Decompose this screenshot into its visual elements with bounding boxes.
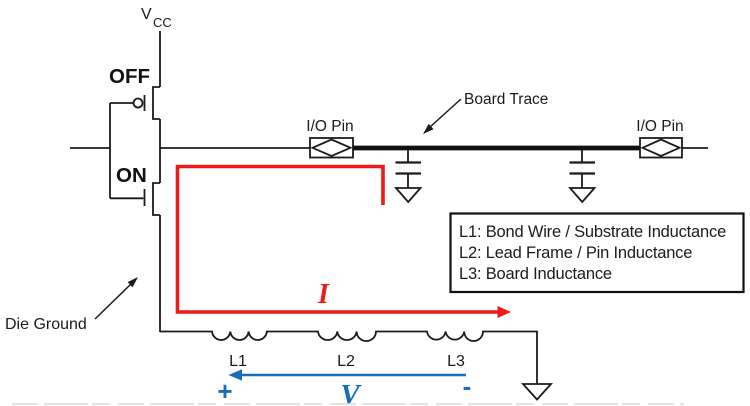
legend-item-l2: L2: Lead Frame / Pin Inductance [459, 244, 692, 262]
board-ground-icon [520, 383, 554, 401]
ground-return-path: L1 L2 L3 [160, 330, 554, 401]
ground-wire-with-inductors [160, 330, 538, 384]
nmos-state-label: ON [116, 164, 147, 187]
cap1-ground-icon [394, 187, 423, 204]
voltage-plus-label: + [217, 376, 232, 406]
cap2-ground-icon [568, 187, 597, 204]
pmos-channel [152, 86, 160, 120]
legend-item-l3: L3: Board Inductance [459, 265, 612, 283]
current-path-wire [175, 164, 499, 314]
current-label: I [317, 279, 330, 310]
trace-capacitor-1 [394, 150, 423, 204]
voltage-label: V [340, 379, 362, 406]
io-pin-left-label: I/O Pin [306, 118, 353, 135]
inductor-l1-label: L1 [229, 353, 247, 370]
io-pin-right-label: I/O Pin [636, 118, 683, 135]
inductor-l2-label: L2 [337, 353, 355, 370]
board-trace-leader-line [429, 98, 462, 128]
die-ground-callout: Die Ground [5, 277, 138, 333]
trace-capacitor-2 [568, 150, 597, 204]
die-ground-arrowhead-icon [127, 277, 138, 288]
vcc-label: V [141, 6, 152, 23]
io-pin-right-diamond-icon [640, 138, 682, 157]
die-ground-leader-line [94, 283, 132, 320]
die-ground-label: Die Ground [5, 316, 87, 333]
inductor-l3-label: L3 [447, 353, 465, 370]
board-network: I/O Pin Board Trace I/O Pin [160, 91, 708, 204]
pmos-state-label: OFF [109, 65, 150, 88]
legend-item-l1: L1: Bond Wire / Substrate Inductance [459, 223, 726, 241]
pmos-gate-bubble-icon [132, 97, 144, 109]
current-arrowhead-icon [497, 306, 511, 318]
board-trace-arrowhead-icon [423, 123, 434, 134]
vcc-supply: V CC [141, 6, 172, 87]
voltage-minus-label: - [463, 371, 472, 401]
legend-border [449, 212, 745, 294]
nmos-channel [152, 182, 160, 216]
voltage-arrowhead-icon [228, 369, 242, 381]
board-trace-label: Board Trace [464, 91, 548, 108]
legend-box: L1: Bond Wire / Substrate Inductance L2:… [449, 212, 745, 294]
io-pin-left-diamond-icon [310, 138, 353, 157]
voltage-annotation: + V - [217, 369, 471, 406]
output-driver: OFF ON [70, 65, 161, 332]
vcc-subscript-label: CC [153, 15, 172, 30]
current-loop: I [175, 164, 511, 318]
